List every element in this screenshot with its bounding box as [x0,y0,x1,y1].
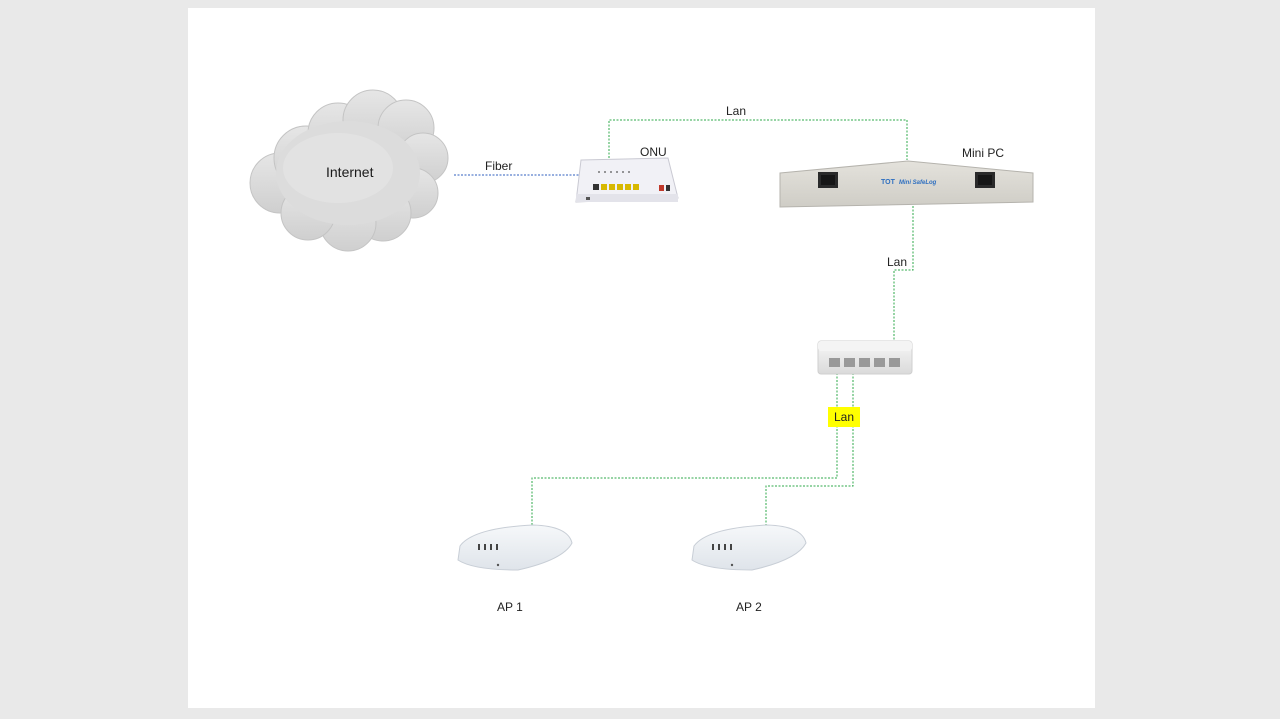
lan-connection-switch-ap1 [531,366,838,528]
lan-connection-onu-minipc [608,119,908,186]
network-switch-icon [817,340,913,375]
lan-connection-minipc-switch [893,206,914,358]
onu-label: ONU [640,145,667,159]
wireless-access-point-icon [457,524,573,571]
lan-label-highlighted: Lan [828,407,861,427]
mini-pc-brand: Mini SafeLog [899,180,937,186]
ap2-label: AP 2 [736,600,762,614]
mini-pc-label: Mini PC [962,146,1005,160]
cloud-icon [249,89,449,252]
lan-connection-switch-ap2 [765,366,854,526]
wireless-access-point-icon [691,524,807,571]
lan-label-right: Lan [887,255,908,269]
internet-label: Internet [326,164,374,180]
ap1-label: AP 1 [497,600,523,614]
network-diagram: TOT Mini SafeLog [249,89,1034,571]
fiber-label: Fiber [485,159,513,173]
rackmount-pc-icon: TOT Mini SafeLog [779,160,1034,208]
diagram-canvas: TOT Mini SafeLog [188,8,1095,708]
mini-pc-logo: TOT [881,179,896,186]
lan-label-top: Lan [726,104,747,118]
onu-device-icon [575,157,679,203]
